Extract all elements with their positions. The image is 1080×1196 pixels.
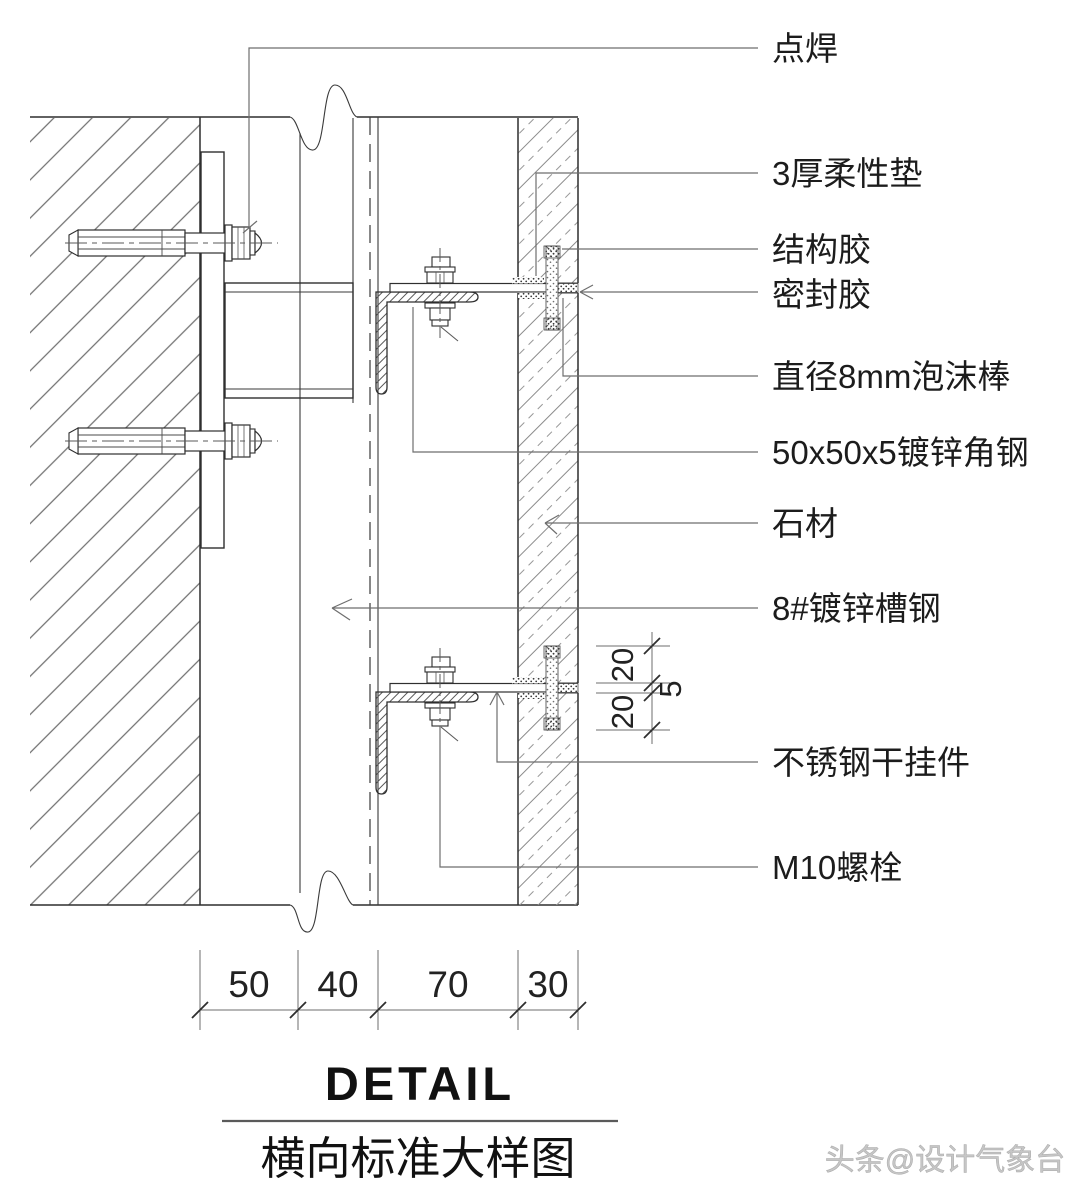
bottom-dimension-group: 50 40 70 30 [191,950,587,1030]
leader-spot-weld [248,47,758,228]
callout-label-spot-weld: 点焊 [772,30,838,67]
sleeve-slot-lines [78,230,185,256]
bolt-nut-facets [435,272,445,283]
break-wave-bottom [289,870,354,933]
side-dim-ticks [643,637,661,739]
channel-steel [299,117,379,905]
leader-flexible-pad [535,172,758,276]
callout-label-foam-rod: 直径8mm泡沫棒 [772,358,1010,395]
bottom-extension-lines [199,950,579,1030]
side-dimension-group: 20 20 5 [596,632,688,744]
sealant-bead [557,283,579,293]
callout-labels: 点焊 3厚柔性垫 结构胶 密封胶 直径8mm泡沫棒 50x50x5镀锌角钢 石材… [772,30,1029,886]
break-wave-top [289,84,358,151]
callout-label-hanger: 不锈钢干挂件 [772,744,970,781]
bottom-dim-30: 30 [527,964,568,1005]
callout-label-channel-steel: 8#镀锌槽钢 [772,590,941,627]
side-dim-20b: 20 [605,695,640,729]
bracket-flange-lines [225,291,353,390]
leader-m10-bolt [439,727,758,868]
hanger-stem [545,245,559,331]
anchor-bolt-top [65,224,278,262]
callout-label-sealant: 密封胶 [772,276,871,313]
callout-label-structural-adhesive: 结构胶 [772,231,871,268]
leader-angle-steel [412,307,758,453]
stone-panel-middle [518,293,578,683]
joint-assembly-upper [375,245,579,395]
title-english: DETAIL [325,1057,515,1110]
galvanized-angle-steel [375,291,479,395]
callout-label-stone: 石材 [772,505,838,542]
bottom-dim-70: 70 [427,964,468,1005]
structural-adhesive-top [543,245,561,259]
embedded-steel-plate [200,151,225,549]
callout-leaders [242,47,758,868]
leader-foam-rod [562,298,758,377]
title-chinese: 横向标准大样图 [260,1133,575,1184]
flexible-pad-lower [518,292,546,299]
weld-bracket [224,282,354,399]
bracket-body [224,282,354,399]
steel-plate [200,151,225,549]
callout-label-m10-bolt: M10螺栓 [772,849,902,886]
callout-label-flexible-pad: 3厚柔性垫 [772,155,922,192]
pointer-tick [440,326,459,342]
side-dim-5: 5 [653,680,688,697]
bottom-dim-40: 40 [317,964,358,1005]
watermark-text: 头条@设计气象台 [825,1144,1065,1177]
bottom-dim-50: 50 [228,964,269,1005]
anchor-bolt-bottom [64,422,279,460]
title-block: DETAIL 横向标准大样图 [222,1057,618,1184]
leader-sealant [579,284,758,300]
structural-adhesive-bottom [543,317,561,331]
flexible-pad-upper [512,277,544,284]
leader-channel-steel [331,598,758,621]
leader-spot-weld-tick [242,220,258,234]
side-dim-20a: 20 [605,648,640,682]
leader-hanger [489,691,758,763]
callout-label-angle-steel: 50x50x5镀锌角钢 [772,434,1029,471]
bottom-dim-ticks [191,1001,587,1019]
hanger-plate [389,282,549,293]
side-extension-lines [596,645,670,731]
bolt-head [431,256,451,268]
leader-stone [544,514,758,535]
stone-panels [517,118,579,905]
concrete-wall [30,84,578,933]
